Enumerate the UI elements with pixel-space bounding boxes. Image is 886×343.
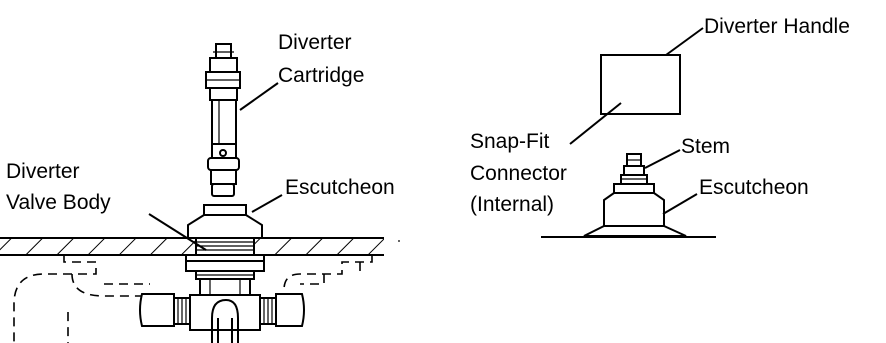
leader-escutcheon-right [662,193,698,215]
escutcheon-left [187,204,263,239]
label-snapfit-1: Snap-Fit [470,130,550,153]
label-valve-2: Valve Body [6,191,111,214]
label-handle: Diverter Handle [704,15,850,38]
leader-cartridge [239,82,279,111]
label-snapfit-3: (Internal) [470,193,554,216]
diverter-valve-body [185,237,265,296]
leader-valve-body [148,213,207,251]
label-cartridge-1: Diverter [278,31,352,54]
label-cartridge-2: Cartridge [278,64,364,87]
right-assembly [541,27,716,238]
label-valve-1: Diverter [6,160,80,183]
label-escutcheon-right: Escutcheon [699,176,809,199]
diverter-handle [600,54,681,115]
leader-stem [644,149,681,169]
leader-snapfit [569,102,622,145]
diverter-cartridge [205,43,241,197]
label-stem: Stem [681,135,730,158]
leader-escutcheon-left [251,194,283,213]
valve-tee [139,293,305,331]
leader-handle [665,27,704,56]
outlet-pipe [211,298,239,343]
label-escutcheon-left: Escutcheon [285,176,395,199]
stem [620,153,648,185]
label-snapfit-2: Connector [470,162,567,185]
left-assembly [0,43,400,343]
